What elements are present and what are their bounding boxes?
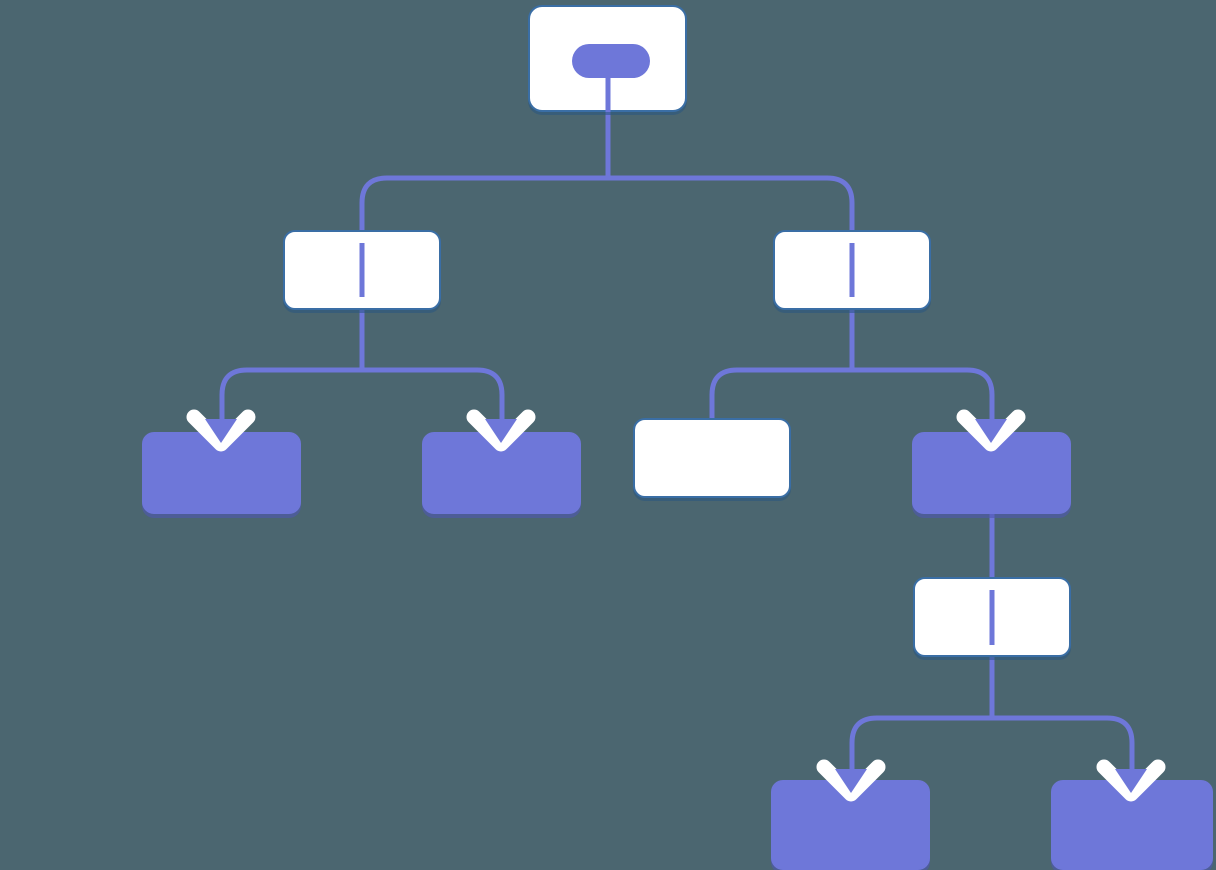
node-leaf-right-a-label [635, 420, 789, 496]
node-leaf-left-b[interactable] [422, 432, 581, 514]
node-leaf-bottom-a[interactable] [771, 780, 930, 870]
node-branch-right-b-label [913, 433, 1070, 513]
node-leaf-left-a-label [143, 433, 300, 513]
node-level3-right-label [915, 579, 1069, 655]
node-leaf-bottom-b-label [1052, 781, 1212, 869]
node-level1-right[interactable] [773, 230, 931, 310]
node-level3-right[interactable] [913, 577, 1071, 657]
node-root-label [530, 7, 685, 110]
node-level1-right-label [775, 232, 929, 308]
root-pill-redaction [572, 44, 650, 78]
node-leaf-bottom-a-label [772, 781, 929, 869]
node-leaf-left-a[interactable] [142, 432, 301, 514]
node-branch-right-b[interactable] [912, 432, 1071, 514]
node-leaf-bottom-b[interactable] [1051, 780, 1213, 870]
node-leaf-left-b-label [423, 433, 580, 513]
node-level1-left-label [285, 232, 439, 308]
node-leaf-right-a[interactable] [633, 418, 791, 498]
node-root[interactable] [528, 5, 687, 112]
node-level1-left[interactable] [283, 230, 441, 310]
